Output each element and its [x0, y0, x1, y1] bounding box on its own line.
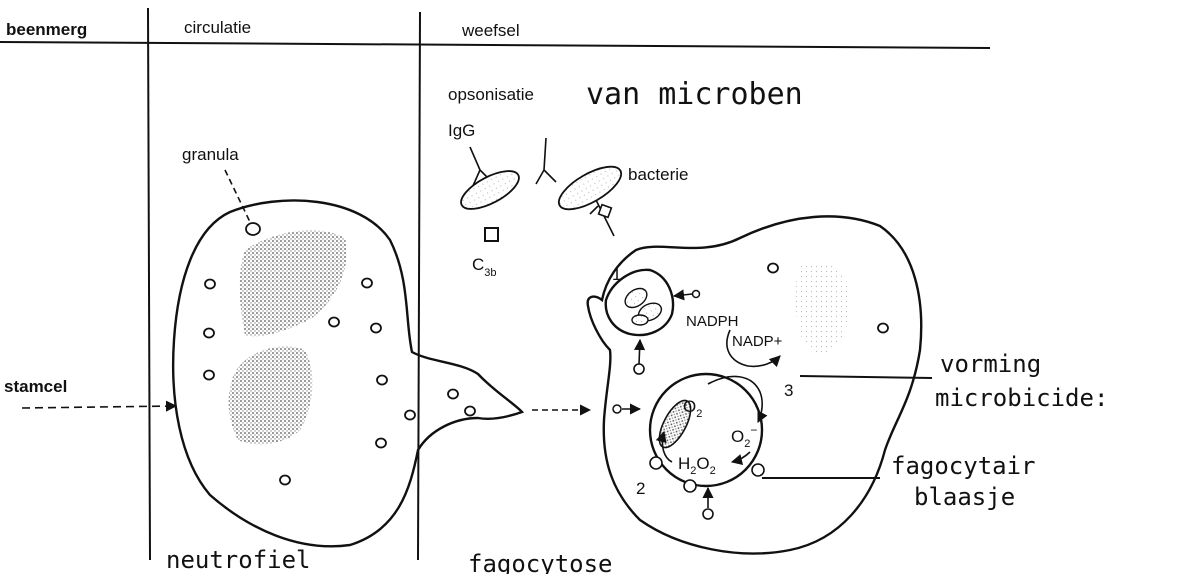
label-fagocytair: fagocytair: [891, 452, 1036, 480]
neutrophil-nucleus-bottom: [229, 347, 313, 445]
label-igg: IgG: [448, 121, 475, 140]
granule: [204, 329, 214, 338]
divider-circulation: [148, 8, 150, 560]
caption-fagocytose: fagocytose: [468, 550, 613, 574]
neutrophil-cell-outline: [173, 200, 522, 546]
granule: [768, 264, 778, 273]
bacterium-2: [553, 158, 628, 217]
granule: [376, 439, 386, 448]
complement-attachment: [590, 200, 614, 236]
bacterium-1: [456, 163, 525, 216]
leader-vorming: [800, 376, 932, 378]
label-h2o2: H2O2: [678, 454, 716, 477]
label-o2-minus: O2−: [731, 423, 757, 450]
phagocyte-nucleus-faint: [796, 263, 850, 356]
caption-neutrofiel: neutrofiel: [166, 546, 311, 574]
engulfed-bacteria: [622, 285, 665, 325]
granule: [371, 324, 381, 333]
label-bacterie: bacterie: [628, 165, 688, 184]
header-weefsel: weefsel: [461, 21, 520, 40]
granule: [280, 476, 290, 485]
granule: [204, 371, 214, 380]
granule: [329, 318, 339, 327]
label-stamcel: stamcel: [4, 377, 67, 396]
label-step-3: 3: [784, 381, 793, 400]
granule: [246, 223, 260, 235]
label-granula: granula: [182, 145, 239, 164]
granule: [377, 376, 387, 385]
granule-fusion-arrows-1: [634, 291, 700, 375]
granule: [205, 280, 215, 289]
label-nadp-plus: NADP+: [732, 333, 783, 350]
label-vorming: vorming: [940, 350, 1041, 378]
stamcel-arrow: [22, 406, 176, 408]
granule: [405, 411, 415, 420]
label-opsonisatie: opsonisatie: [448, 85, 534, 104]
label-van-microben: van microben: [586, 77, 803, 112]
granula-leader: [225, 170, 250, 222]
label-step-2: 2: [636, 479, 645, 498]
label-blaasje: blaasje: [914, 483, 1015, 511]
label-c3b: C3b: [472, 255, 497, 279]
superoxide-to-h2o2-arrow: [732, 452, 750, 462]
header-circulatie: circulatie: [184, 18, 251, 37]
divider-tissue: [418, 12, 420, 560]
label-nadph: NADPH: [686, 313, 739, 330]
granule: [448, 390, 458, 399]
label-microbicide: microbicide:: [935, 384, 1108, 412]
granule: [465, 407, 475, 416]
c3b-square: [485, 228, 498, 241]
phagocyte-cell-outline: [588, 216, 922, 553]
entering-granule-arrow: [613, 405, 640, 413]
granule: [362, 279, 372, 288]
header-beenmerg: beenmerg: [6, 20, 87, 39]
igg-antibody-2: [536, 138, 556, 184]
granule: [878, 324, 888, 333]
